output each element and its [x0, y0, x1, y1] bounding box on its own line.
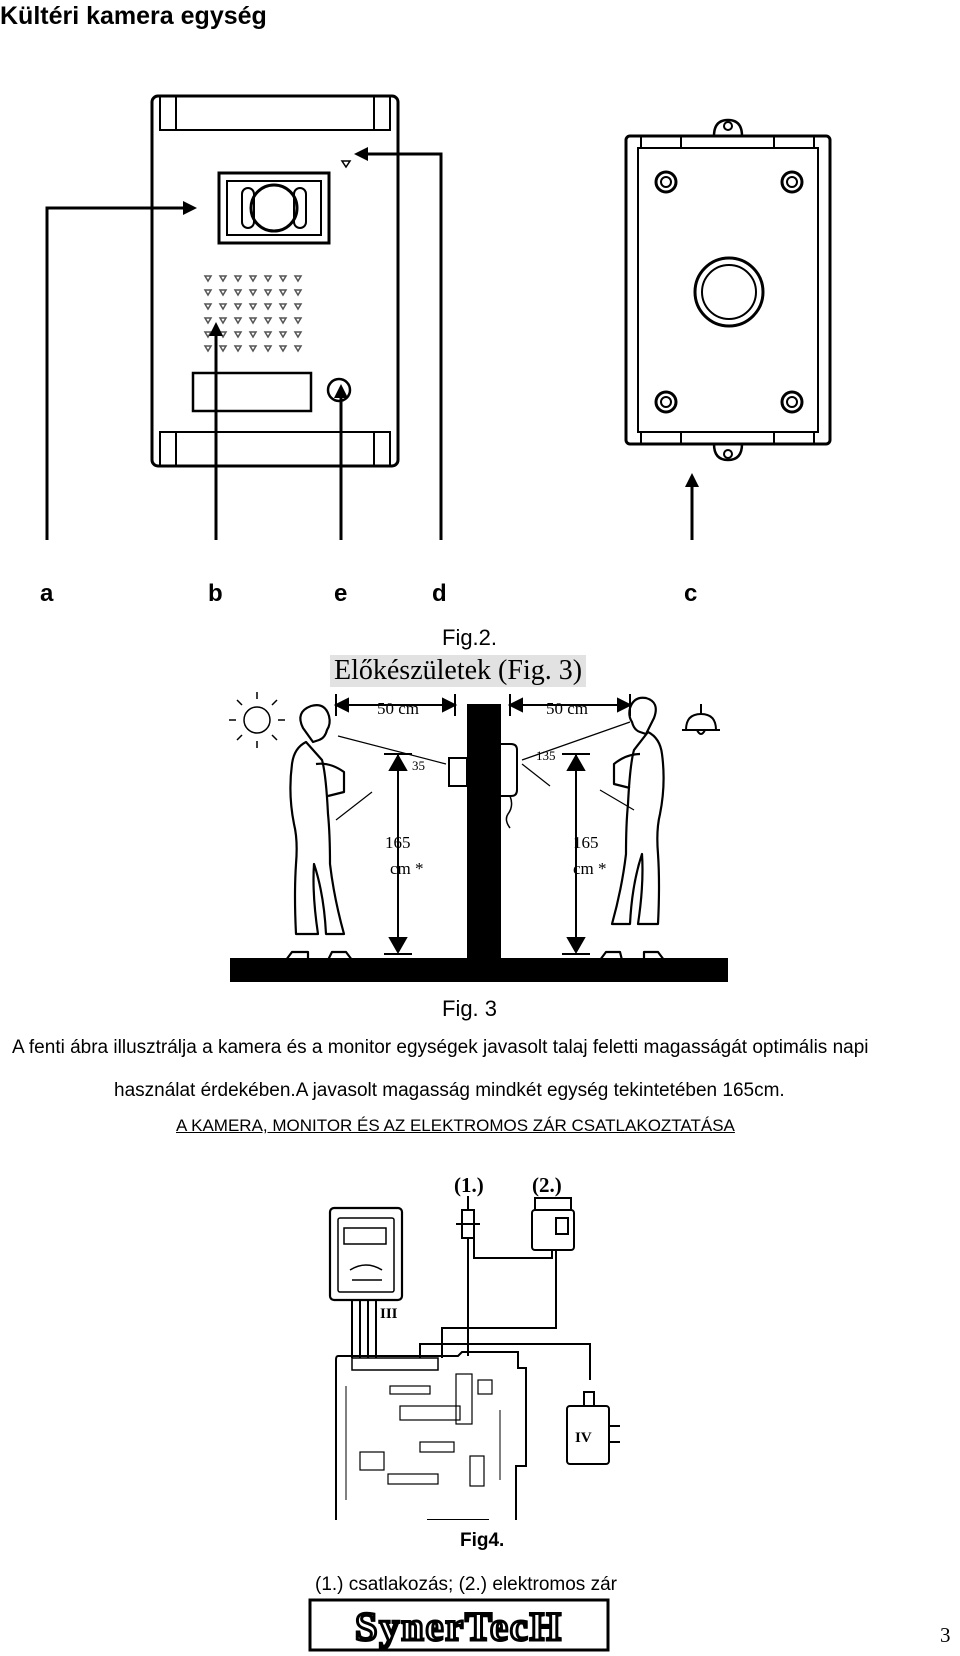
distance-dimensions: [333, 694, 633, 716]
angle-left-label: 35: [412, 758, 425, 773]
fig3-height-diagram: 50 cm 50 cm 35 135 165 cm * 165 cm *: [229, 692, 728, 982]
connector-2-label: (2.): [532, 1173, 562, 1197]
fig3-caption: Fig. 3: [442, 996, 498, 1021]
label-b: b: [208, 580, 223, 607]
label-iii: III: [380, 1306, 398, 1322]
camera-lens-icon: [217, 171, 331, 245]
connection-heading: A KAMERA, MONITOR ÉS AZ ELEKTROMOS ZÁR C…: [176, 1116, 735, 1135]
led-indicator-icon: [340, 160, 352, 169]
connector-1-label: (1.): [454, 1173, 484, 1197]
camera-front-panel: [150, 94, 400, 468]
power-adapter-icon: [566, 1391, 620, 1465]
fig2-caption: Fig.2.: [442, 625, 498, 650]
height-right-unit: cm *: [573, 859, 607, 878]
person-right-icon: [598, 696, 666, 962]
lamp-icon: [682, 704, 720, 735]
arrow-heads: [183, 147, 699, 487]
svg-text:SynerTecH: SynerTecH: [355, 1604, 563, 1649]
section-title: Előkészületek (Fig. 3): [330, 655, 587, 687]
name-plate: [191, 371, 313, 413]
fig4-wiring-diagram: (1.) (2.) III IV: [328, 1173, 620, 1520]
description-line-2: használat érdekében.A javasolt magasság …: [114, 1080, 785, 1101]
control-board: [335, 1351, 527, 1520]
height-right-value: 165: [573, 833, 599, 852]
connector-1-icon: [456, 1196, 480, 1239]
fig2-camera-drawing: [45, 94, 832, 540]
description-line-1: A fenti ábra illusztrálja a kamera és a …: [12, 1037, 869, 1058]
wires: [351, 1238, 591, 1380]
label-d: d: [432, 580, 447, 607]
fig4-caption: Fig4.: [460, 1530, 505, 1551]
view-angle-lines: [335, 721, 635, 821]
speaker-grill: [203, 275, 303, 353]
height-left-value: 165: [385, 833, 411, 852]
label-iv: IV: [575, 1430, 592, 1446]
page-title: Kültéri kamera egység: [0, 2, 267, 30]
page-number: 3: [940, 1623, 951, 1647]
fig4-legend: (1.) csatlakozás; (2.) elektromos zár: [315, 1574, 617, 1595]
height-dimensions: [384, 753, 590, 955]
synertech-logo: SynerTecH: [308, 1598, 610, 1652]
person-left-icon: [284, 704, 354, 962]
label-c: c: [684, 580, 698, 607]
sun-icon: [229, 692, 285, 748]
call-button-icon: [326, 377, 352, 403]
label-a: a: [40, 580, 54, 607]
height-left-unit: cm *: [390, 859, 424, 878]
distance-left-label: 50 cm: [377, 699, 419, 718]
mounting-box: [624, 118, 832, 462]
leader-lines: [45, 152, 694, 540]
angle-right-label: 135: [536, 748, 556, 763]
wall-post: [467, 704, 501, 962]
monitor-unit: [328, 1206, 404, 1302]
electric-lock-icon: [531, 1197, 575, 1251]
distance-right-label: 50 cm: [546, 699, 588, 718]
label-e: e: [334, 580, 348, 607]
